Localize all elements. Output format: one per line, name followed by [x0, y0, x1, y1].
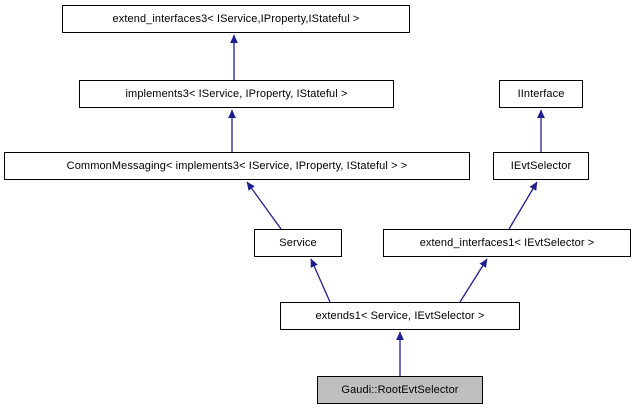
node-gaudi-rootevtselector[interactable]: Gaudi::RootEvtSelector [317, 376, 483, 404]
node-label: CommonMessaging< implements3< IService, … [66, 159, 408, 172]
edge-extends1-to-service [310, 258, 331, 303]
node-implements3[interactable]: implements3< IService, IProperty, IState… [79, 80, 394, 108]
edge-service-to-commonmessaging [246, 181, 282, 230]
edge-extends1-to-extend-interfaces1 [459, 258, 488, 303]
node-service[interactable]: Service [254, 229, 342, 257]
node-label: Service [279, 236, 317, 249]
edge-extend-interfaces1-to-ievtselector [508, 181, 538, 230]
node-label: extend_interfaces3< IService,IProperty,I… [112, 12, 360, 25]
node-extends1[interactable]: extends1< Service, IEvtSelector > [280, 302, 520, 330]
node-extend-interfaces3[interactable]: extend_interfaces3< IService,IProperty,I… [62, 5, 410, 33]
node-label: extend_interfaces1< IEvtSelector > [419, 236, 595, 249]
node-label: IEvtSelector [510, 159, 572, 172]
node-commonmessaging[interactable]: CommonMessaging< implements3< IService, … [4, 152, 470, 180]
node-label: extends1< Service, IEvtSelector > [315, 309, 485, 322]
node-label: IInterface [517, 87, 565, 100]
node-iinterface[interactable]: IInterface [499, 80, 583, 108]
node-ievtselector[interactable]: IEvtSelector [493, 152, 589, 180]
node-extend-interfaces1[interactable]: extend_interfaces1< IEvtSelector > [383, 229, 631, 257]
node-label: implements3< IService, IProperty, IState… [125, 87, 348, 100]
node-label: Gaudi::RootEvtSelector [341, 383, 459, 396]
